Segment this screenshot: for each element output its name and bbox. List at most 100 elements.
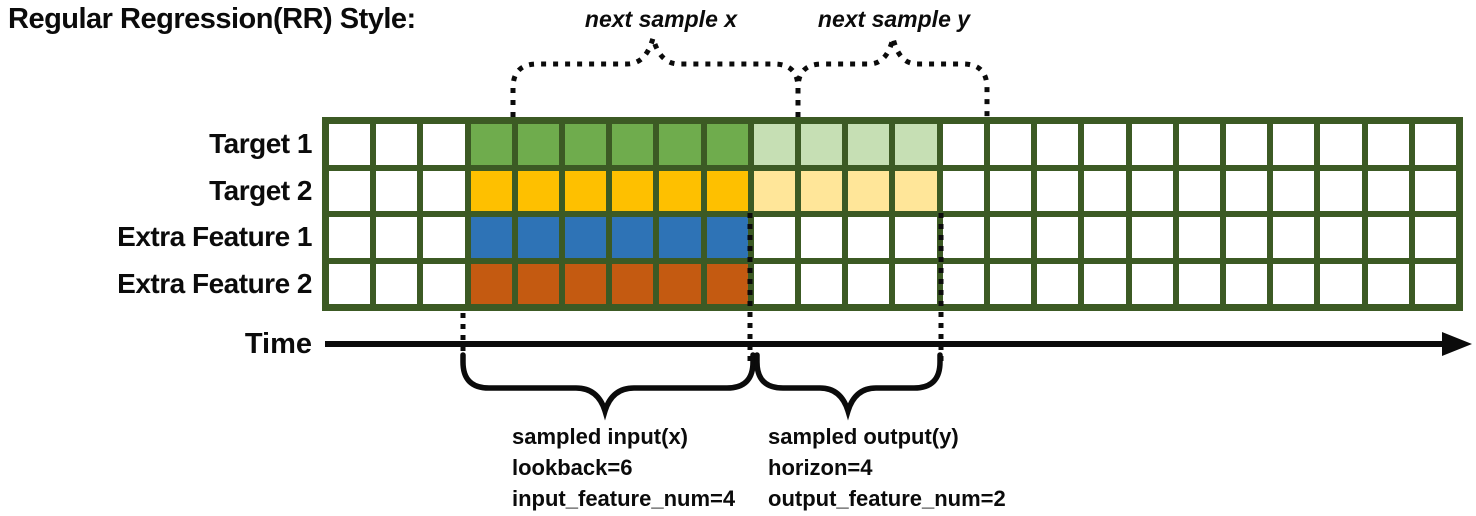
input-feature-num-value: input_feature_num=4 xyxy=(512,486,736,511)
grid-cell xyxy=(848,124,890,165)
grid-cell xyxy=(1273,124,1315,165)
grid-cell xyxy=(942,217,984,258)
grid-cell xyxy=(801,124,843,165)
grid-cell xyxy=(423,217,465,258)
grid-cell xyxy=(565,263,607,304)
grid-cell xyxy=(329,217,371,258)
grid-cell xyxy=(329,263,371,304)
grid-cell xyxy=(612,124,654,165)
grid-cell xyxy=(706,217,748,258)
grid-cell xyxy=(612,170,654,211)
next-sample-y-label: next sample y xyxy=(817,6,971,32)
horizon-value: horizon=4 xyxy=(768,455,873,480)
grid-cell xyxy=(1131,217,1173,258)
grid-cell xyxy=(989,124,1032,165)
grid-cell xyxy=(1225,217,1268,258)
grid-cell xyxy=(565,170,607,211)
time-axis-arrowhead xyxy=(1442,332,1472,356)
grid-cell xyxy=(801,217,843,258)
grid-cell xyxy=(1178,124,1220,165)
grid-cell xyxy=(659,217,701,258)
next-sample-x-brace xyxy=(510,28,801,117)
sampled-output-title: sampled output(y) xyxy=(768,424,959,449)
grid-cell xyxy=(1178,263,1220,304)
grid-cell xyxy=(1320,170,1362,211)
grid-cell xyxy=(1084,124,1126,165)
grid-cell xyxy=(1367,263,1409,304)
grid-cell xyxy=(1084,217,1126,258)
grid-cell xyxy=(1414,263,1456,304)
grid-cell xyxy=(470,124,512,165)
grid-cell xyxy=(1178,170,1220,211)
grid-cell xyxy=(423,124,465,165)
grid-cell xyxy=(1273,170,1315,211)
grid-cell xyxy=(942,263,984,304)
diagram-title: Regular Regression(RR) Style: xyxy=(8,3,416,35)
grid-cell xyxy=(706,170,748,211)
grid-cell xyxy=(895,263,937,304)
next-sample-y-brace xyxy=(795,37,990,117)
grid-cell xyxy=(1273,263,1315,304)
grid-cell xyxy=(706,263,748,304)
grid-cell xyxy=(801,170,843,211)
grid-cell xyxy=(1131,124,1173,165)
grid-cell xyxy=(1084,170,1126,211)
sample-grid xyxy=(322,117,1463,311)
grid-cell xyxy=(1037,263,1079,304)
grid-cell xyxy=(848,263,890,304)
grid-cell xyxy=(329,170,371,211)
grid-cell xyxy=(895,124,937,165)
grid-cell xyxy=(848,170,890,211)
grid-cell xyxy=(423,263,465,304)
grid-cell xyxy=(989,170,1032,211)
output-feature-num-value: output_feature_num=2 xyxy=(768,486,1006,511)
grid-cell xyxy=(517,263,560,304)
grid-cell xyxy=(329,124,371,165)
grid-cell xyxy=(1225,263,1268,304)
sampled-input-title: sampled input(x) xyxy=(512,424,689,449)
grid-cell xyxy=(376,124,418,165)
row-label-target-2: Target 2 xyxy=(209,175,312,206)
grid-cell xyxy=(1037,124,1079,165)
sampled-output-annotation: sampled output(y) horizon=4 output_featu… xyxy=(768,421,1006,514)
grid-cell xyxy=(942,124,984,165)
grid-cell xyxy=(517,170,560,211)
grid-cell xyxy=(753,124,796,165)
grid-cell xyxy=(1084,263,1126,304)
grid-cell xyxy=(659,170,701,211)
sampled-output-brace xyxy=(754,352,943,421)
grid-cell xyxy=(376,263,418,304)
grid-cell xyxy=(565,124,607,165)
grid-cell xyxy=(1367,217,1409,258)
grid-cell xyxy=(1037,170,1079,211)
grid-cell xyxy=(753,217,796,258)
grid-cell xyxy=(942,170,984,211)
grid-cell xyxy=(753,263,796,304)
grid-cell xyxy=(1414,217,1456,258)
sampled-input-annotation: sampled input(x) lookback=6 input_featur… xyxy=(512,421,735,514)
grid-cell xyxy=(1414,170,1456,211)
grid-cell xyxy=(895,217,937,258)
grid-cell xyxy=(470,170,512,211)
grid-cell xyxy=(612,217,654,258)
grid-cell xyxy=(1131,263,1173,304)
grid-cell xyxy=(376,217,418,258)
grid-cell xyxy=(801,263,843,304)
grid-cell xyxy=(517,124,560,165)
grid-cell xyxy=(1320,124,1362,165)
grid-cell xyxy=(1225,170,1268,211)
grid-cell xyxy=(1367,124,1409,165)
grid-cell xyxy=(1320,263,1362,304)
grid-cell xyxy=(1273,217,1315,258)
grid-cell xyxy=(470,263,512,304)
grid-cell xyxy=(1367,170,1409,211)
grid-cell xyxy=(989,217,1032,258)
grid-cell xyxy=(1414,124,1456,165)
row-label-extra-feature-2: Extra Feature 2 xyxy=(117,268,312,299)
grid-cell xyxy=(895,170,937,211)
grid-cell xyxy=(753,170,796,211)
grid-cell xyxy=(1131,170,1173,211)
grid-cell xyxy=(1178,217,1220,258)
grid-cell xyxy=(706,124,748,165)
grid-cell xyxy=(989,263,1032,304)
